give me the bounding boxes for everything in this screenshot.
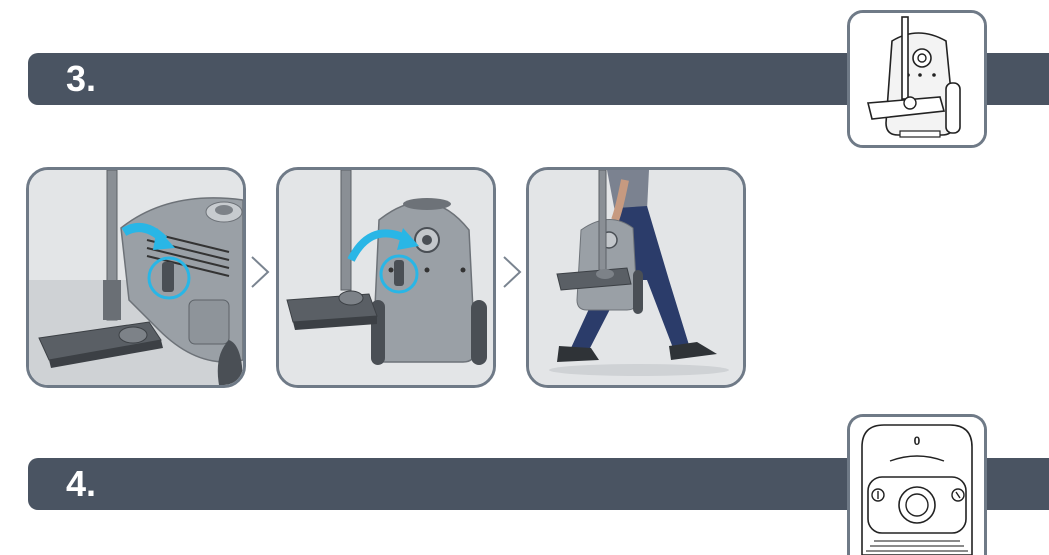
vacuum-top-controls-icon: 0 — [850, 417, 984, 555]
section-3-thumbnail — [847, 10, 987, 148]
step-panel-1 — [26, 167, 246, 388]
person-carrying-vacuum-icon — [529, 170, 743, 385]
step-panel-3 — [526, 167, 746, 388]
chevron-right-icon — [500, 255, 524, 289]
power-dial-label: 0 — [914, 434, 921, 448]
step-panel-2 — [276, 167, 496, 388]
vacuum-upright-parking-icon — [850, 13, 984, 145]
chevron-right-icon — [248, 255, 272, 289]
vacuum-rear-parking-slot-icon — [279, 170, 493, 385]
section-3-number: 3. — [66, 58, 96, 100]
vacuum-side-parking-slot-icon — [29, 170, 243, 385]
section-4-thumbnail: 0 — [847, 414, 987, 555]
section-4-number: 4. — [66, 463, 96, 505]
